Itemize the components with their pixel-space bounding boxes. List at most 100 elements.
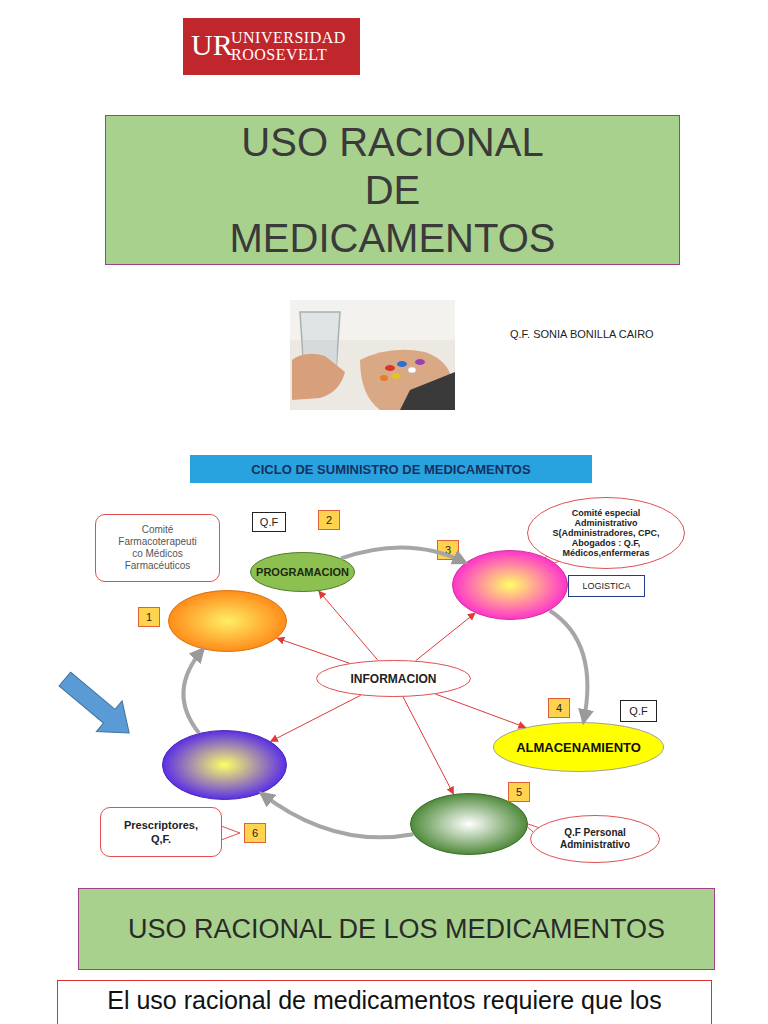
node-content: USO RACIONAL DE LOS MEDICAMENTOS [79,889,714,969]
role-box: LOGISTICA [568,575,645,597]
info-arrow [403,697,453,794]
cycle-arrow [550,611,588,723]
callout-number: 2 [318,510,340,530]
node-text: USO RACIONAL DE LOS MEDICAMENTOS [128,914,665,945]
callout-ellipse: Comité especial Administrativo S(Adminis… [527,497,685,569]
ellipse-shape [411,794,528,855]
process-ellipse: PROGRAMACION2 [250,552,355,592]
sleeve [400,372,455,410]
node-content: Comité especial Administrativo S(Adminis… [527,497,685,569]
connector-line [277,638,349,663]
callout-tail [221,826,240,840]
pill [408,367,416,373]
connector-line [403,697,453,794]
role-box: Q.F [620,700,657,722]
node-content: Prescriptores, Q,F. [101,808,221,856]
connector-line [341,547,465,562]
ellipse-outline [452,550,568,620]
ellipse-outline [410,793,528,855]
node-content [410,793,528,855]
node-text: El uso racional de medicamentos requiere… [107,981,661,1015]
node-content: Q.F [253,513,285,531]
node-content: ALMACENAMIENTO [493,722,664,772]
title-box: USO RACIONAL DE MEDICAMENTOS [105,115,680,265]
connector-line [261,793,413,837]
node-content: Q.F [621,701,656,721]
role-box: Q.F [252,512,286,532]
ellipse-shape [528,498,685,569]
photo-background [290,300,455,410]
pill [385,365,395,371]
node-text: LOGISTICA [582,581,630,591]
pointer-arrow-shape [52,664,142,749]
node-text: INFORMACION [351,672,437,686]
water-glass [300,312,340,372]
node-content: El uso racional de medicamentos requiere… [58,981,711,1024]
callout-number: 4 [548,698,570,718]
node-text: Prescriptores, Q,F. [116,818,206,846]
info-arrow [271,695,361,741]
process-ellipse: 6 [162,730,287,800]
connector-line [435,694,525,727]
pill [415,359,425,365]
callout-number: 5 [508,782,530,802]
node-text: Q.F [260,516,278,528]
section-band: USO RACIONAL DE LOS MEDICAMENTOS [78,888,715,970]
logo-text: UNIVERSIDAD ROOSEVELT [231,29,351,63]
pointer-arrow [52,664,142,749]
process-ellipse: 1 [168,590,287,652]
callout-number: 6 [244,823,266,843]
node-content [162,730,287,800]
node-content: INFORMACION [316,660,471,697]
left-hand [292,354,345,400]
logo-mark: UR [191,28,233,62]
callout-ellipse: Q.F Personal Administrativo [530,815,660,863]
pill [391,373,401,379]
node-content: LOGISTICA [569,576,644,596]
connector-line [550,611,588,723]
pill [397,361,407,367]
header-band: CICLO DE SUMINISTRO DE MEDICAMENTOS [190,455,592,483]
cycle-arrow [261,793,413,837]
photo [290,300,455,410]
node-content [168,590,287,652]
ellipse-shape [169,591,287,652]
text-box: El uso racional de medicamentos requiere… [57,980,712,1024]
node-text: Comité especial Administrativo S(Adminis… [550,508,662,558]
info-arrow [319,591,378,660]
ellipse-shape [494,723,664,772]
callout-number: 3 [437,540,459,560]
title: USO RACIONAL DE MEDICAMENTOS [213,118,573,262]
cycle-arrow [183,649,203,733]
node-text: Q.F [629,705,647,717]
ellipse-outline [168,590,287,652]
ellipse-shape [251,553,355,592]
ellipse-outline [162,730,287,800]
process-ellipse: 5 [410,793,528,855]
node-text: Q.F Personal Administrativo [555,827,635,851]
node-content: CICLO DE SUMINISTRO DE MEDICAMENTOS [190,455,592,483]
node-content [452,550,568,620]
node-content: Q.F Personal Administrativo [530,815,660,863]
ellipse-shape [453,551,568,620]
connector-line [271,695,361,741]
process-ellipse: ALMACENAMIENTO4 [493,722,664,772]
info-arrow [435,694,525,727]
info-arrow [416,613,476,661]
ellipse-shape [317,661,471,697]
callout-number: 1 [138,607,160,627]
callout-box: Prescriptores, Q,F. [100,807,222,857]
hub-ellipse: INFORMACION [316,660,471,697]
node-content: PROGRAMACION [250,552,355,592]
connector-line [319,591,378,660]
connector-line [416,613,476,661]
logo-box: URUNIVERSIDAD ROOSEVELT [183,18,360,75]
process-ellipse: 3 [452,550,568,620]
node-text: CICLO DE SUMINISTRO DE MEDICAMENTOS [251,462,530,477]
cycle-arrow [341,547,465,562]
connector-line [183,649,203,733]
node-content: Comité Farmacoterapeuti co Médicos Farma… [96,515,219,581]
node-text: ALMACENAMIENTO [516,740,641,755]
